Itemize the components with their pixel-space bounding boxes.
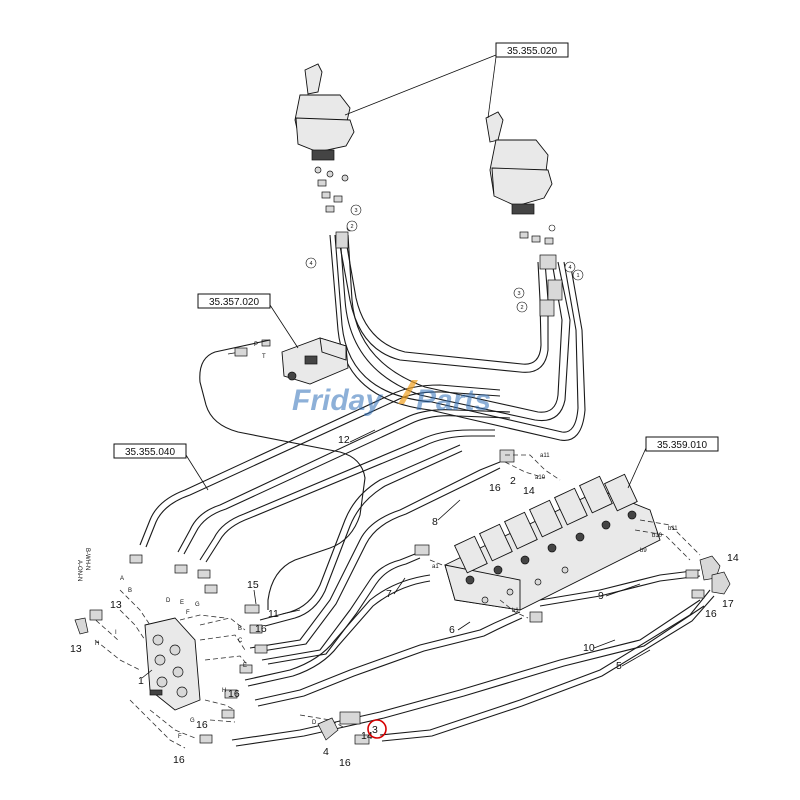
port-G2: G [190,718,195,724]
ref-box-pilot: 35.357.020 [197,293,299,349]
callout-16a: 16 [489,482,501,494]
callout-1: 1 [138,675,144,687]
port-B: B [128,588,132,594]
right-fittings [685,555,731,599]
port-H2: H [222,688,226,694]
port-G: G [195,602,200,608]
port-a11: a11 [540,453,550,459]
callout-9: 9 [598,590,604,602]
port-I: I [115,630,117,636]
ref-box-joysticks: 35.355.020 [344,42,569,119]
left-joystick [294,63,360,232]
callout-10: 10 [583,642,595,654]
circled-callouts: 4 3 2 4 1 2 3 [305,204,584,313]
callout-16c: 16 [255,623,267,635]
circled-2b: 2 [350,224,353,230]
port-C: C [238,638,243,644]
ref-box-hoses: 35.355.040 [113,443,209,491]
port-P: P [254,342,258,348]
circled-4: 4 [309,261,312,267]
vertical-note-1: B-WH-N [84,548,90,570]
vertical-notes: B-WH-N A-ON-N [76,548,90,581]
callout-16b: 16 [705,608,717,620]
port-a10: a10 [535,475,546,481]
port-D: D [166,598,171,604]
watermark-logo: Friday Parts [292,380,491,417]
highlight-ring [367,719,387,739]
ref-label-valve: 35.359.010 [657,440,707,451]
port-a1: a1 [432,564,439,570]
watermark-slash-icon [398,380,418,404]
watermark-part2: Parts [416,384,491,417]
callout-16e: 16 [196,719,208,731]
callout-3-highlighted[interactable]: 3 [372,724,378,736]
port-E2: E [243,663,247,669]
port-B2: B [238,626,242,632]
callout-17: 17 [722,598,734,610]
port-b1: b1 [512,608,519,614]
callout-6: 6 [449,624,455,636]
hose-bundle-upper [139,384,511,563]
callout-13a: 13 [110,599,122,611]
vertical-note-2: A-ON-N [76,560,82,581]
circled-2: 2 [520,305,523,311]
port-T: T [262,354,266,360]
ref-label-joysticks: 35.355.020 [507,46,557,57]
circled-4b: 4 [568,265,571,271]
port-F: F [186,610,190,616]
control-valve [414,449,661,623]
ref-box-valve: 35.359.010 [627,436,719,489]
valve-port-dashes [429,454,701,619]
callout-15: 15 [247,579,259,591]
callout-11: 11 [268,608,279,620]
callout-2: 2 [510,475,516,487]
callout-13b: 13 [70,643,82,655]
circled-3: 3 [517,291,520,297]
callout-5: 5 [616,660,622,672]
port-H: H [95,641,99,647]
callout-14a: 14 [523,485,535,497]
circled-3b: 3 [354,208,357,214]
port-b11: b11 [668,526,678,532]
circled-1: 1 [576,273,579,279]
right-joystick [485,111,556,245]
ref-label-pilot: 35.357.020 [209,297,259,308]
callout-16f: 16 [173,754,185,766]
port-E: E [180,600,184,606]
callout-16d: 16 [228,688,240,700]
manifold-block [144,617,201,711]
callout-16g: 16 [339,757,351,769]
hose-bundle-lower [231,444,715,747]
port-D2: D [312,720,317,726]
port-A: A [120,576,124,582]
port-F2: F [178,734,182,740]
callout-14c: 14 [361,730,373,742]
port-b9: b9 [640,548,647,554]
callout-4: 4 [323,746,329,758]
callout-8: 8 [432,516,438,528]
pilot-valve [261,337,349,385]
part-callouts: 12 8 7 6 9 10 5 11 15 1 13 13 2 16 14 14… [70,434,739,769]
port-b10: b10 [652,533,663,539]
ref-label-hoses: 35.355.040 [125,447,175,458]
callout-12: 12 [338,434,350,446]
block-dashes [89,589,346,749]
watermark-part1: Friday [292,384,383,417]
callout-14b: 14 [727,552,739,564]
callout-7: 7 [386,588,392,600]
port-letters: a11 a10 a1 b1 b9 b10 b11 A B D E G F H I… [95,342,678,740]
callout-leaders [141,429,651,679]
left-fittings [74,554,370,745]
pilot-hose [199,339,366,610]
